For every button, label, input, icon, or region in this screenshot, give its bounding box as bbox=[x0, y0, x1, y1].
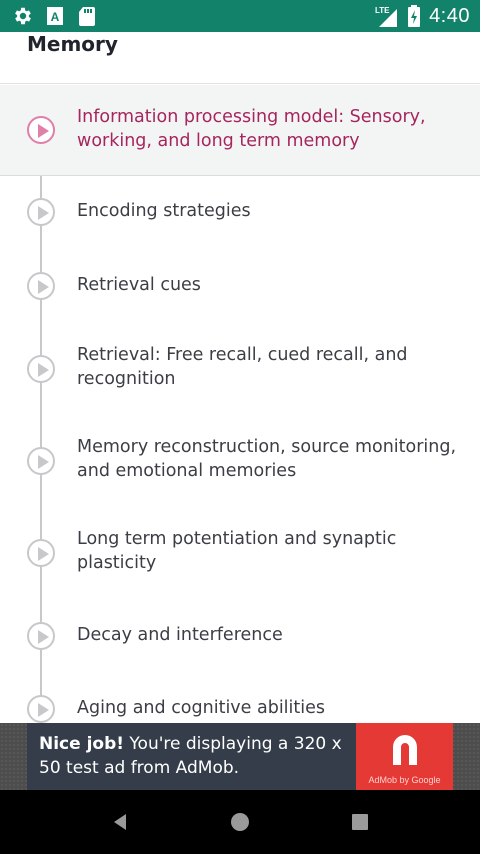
gear-icon bbox=[12, 5, 34, 27]
ad-banner[interactable]: Nice job! You're displaying a 320 x 50 t… bbox=[0, 723, 480, 790]
lesson-title: Encoding strategies bbox=[77, 201, 251, 221]
play-icon bbox=[27, 198, 55, 226]
lesson-item[interactable]: Retrieval cues bbox=[0, 250, 480, 322]
play-icon bbox=[27, 272, 55, 300]
lesson-title: Information processing model: Sensory, w… bbox=[77, 107, 426, 151]
a-icon: A bbox=[44, 5, 66, 27]
page-header: Memory bbox=[0, 32, 480, 84]
lesson-title: Long term potentiation and synaptic plas… bbox=[77, 529, 397, 573]
lesson-title: Retrieval cues bbox=[77, 275, 201, 295]
lesson-item[interactable]: Long term potentiation and synaptic plas… bbox=[0, 509, 480, 597]
ad-card[interactable]: Nice job! You're displaying a 320 x 50 t… bbox=[27, 723, 453, 790]
back-icon[interactable] bbox=[108, 810, 132, 834]
play-icon bbox=[27, 116, 55, 144]
svg-text:A: A bbox=[51, 10, 60, 24]
lesson-item[interactable]: Information processing model: Sensory, w… bbox=[0, 85, 480, 176]
lesson-title: Retrieval: Free recall, cued recall, and… bbox=[77, 345, 408, 389]
play-icon bbox=[27, 355, 55, 383]
lesson-title: Aging and cognitive abilities bbox=[77, 698, 326, 718]
page-title: Memory bbox=[27, 32, 118, 56]
home-icon[interactable] bbox=[228, 810, 252, 834]
status-bar: A LTE 4:40 bbox=[0, 0, 480, 32]
ad-body: You're displaying a 320 x 50 test ad fro… bbox=[39, 734, 342, 778]
recents-icon[interactable] bbox=[348, 810, 372, 834]
lesson-item[interactable]: Memory reconstruction, source monitoring… bbox=[0, 417, 480, 505]
clock: 4:40 bbox=[429, 4, 470, 27]
play-icon bbox=[27, 447, 55, 475]
battery-charging-icon bbox=[407, 5, 421, 27]
lesson-list: Information processing model: Sensory, w… bbox=[0, 85, 480, 723]
lesson-item[interactable]: Decay and interference bbox=[0, 601, 480, 671]
timeline-line bbox=[40, 85, 42, 723]
svg-text:LTE: LTE bbox=[375, 6, 390, 15]
system-nav-bar bbox=[0, 790, 480, 854]
sd-card-icon bbox=[76, 5, 98, 27]
ad-text: Nice job! You're displaying a 320 x 50 t… bbox=[39, 732, 349, 780]
play-icon bbox=[27, 622, 55, 650]
ad-headline: Nice job! bbox=[39, 734, 125, 754]
play-icon bbox=[27, 695, 55, 723]
lte-signal-icon: LTE bbox=[373, 5, 399, 27]
admob-logo[interactable]: AdMob by Google bbox=[356, 723, 453, 790]
lesson-item[interactable]: Aging and cognitive abilities bbox=[0, 675, 480, 723]
admob-logo-icon bbox=[393, 735, 417, 765]
status-bar-right: LTE 4:40 bbox=[373, 3, 470, 29]
play-icon bbox=[27, 539, 55, 567]
lesson-item[interactable]: Encoding strategies bbox=[0, 177, 480, 247]
status-bar-left: A bbox=[12, 5, 98, 27]
lesson-item[interactable]: Retrieval: Free recall, cued recall, and… bbox=[0, 325, 480, 413]
lesson-title: Decay and interference bbox=[77, 625, 283, 645]
lesson-title: Memory reconstruction, source monitoring… bbox=[77, 437, 457, 481]
admob-brand: AdMob by Google bbox=[368, 775, 441, 785]
